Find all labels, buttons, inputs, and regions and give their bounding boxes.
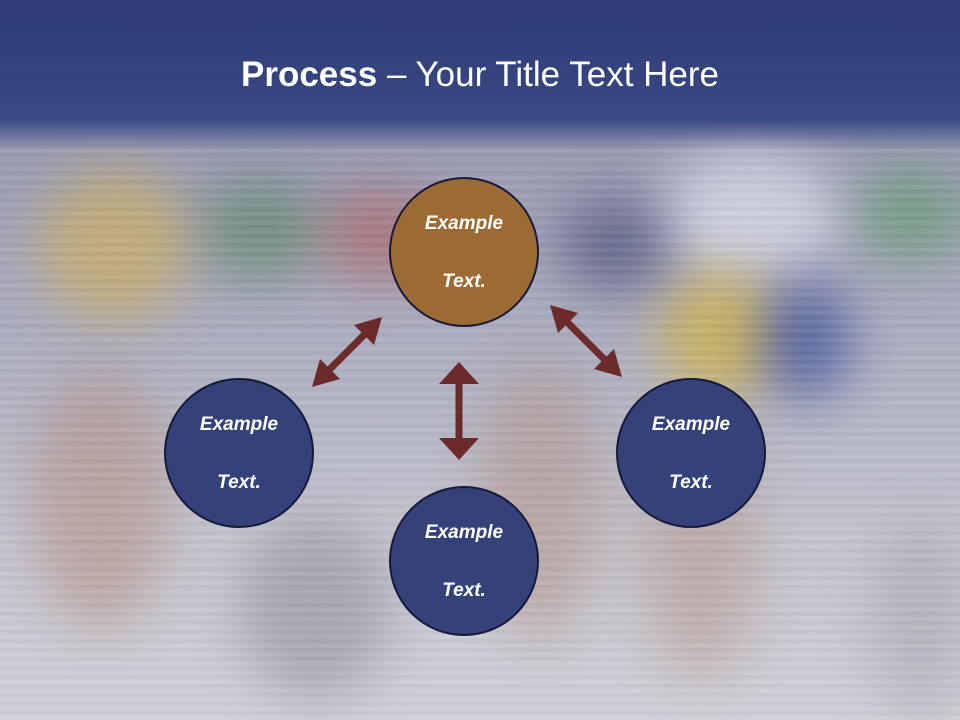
title-bar: [0, 0, 960, 150]
arrow-vertical: [439, 362, 479, 460]
node-bottom-line1: Example: [424, 521, 504, 543]
node-top-line2: Text.: [442, 270, 486, 292]
node-right-line1: Example: [651, 413, 731, 435]
node-top-line1: Example: [424, 212, 504, 234]
arrow-right-diagonal: [550, 305, 622, 377]
arrow-left-diagonal: [312, 317, 382, 387]
title-bold: Process: [241, 55, 378, 94]
title-rest: – Your Title Text Here: [377, 55, 719, 94]
slide-title: Process – Your Title Text Here: [0, 52, 960, 98]
node-bottom-line2: Text.: [442, 579, 486, 601]
node-right-line2: Text.: [669, 471, 713, 493]
node-left-line2: Text.: [217, 471, 261, 493]
node-left-line1: Example: [199, 413, 279, 435]
